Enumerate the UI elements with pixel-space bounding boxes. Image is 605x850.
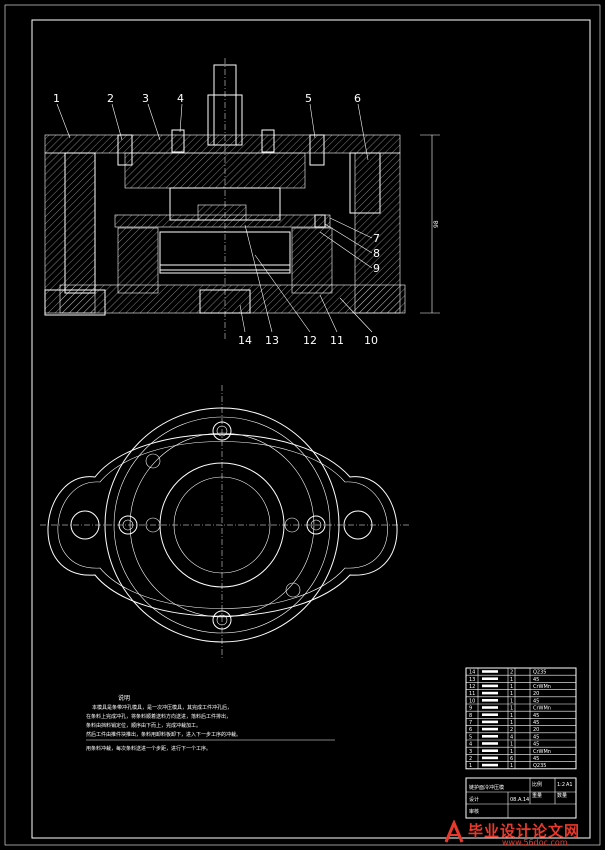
bom-mat-cell: Q235 [533, 670, 546, 676]
part-number-7: 7 [373, 232, 380, 245]
part-number-5: 5 [305, 92, 312, 105]
bom-qty-cell: 1 [510, 706, 513, 712]
bom-part-name-mark [482, 670, 498, 673]
bom-qty-cell: 1 [510, 691, 513, 697]
notes-line-4: 然后工件由推件块推出，条料用卸料板卸下，进入下一步工序的冲裁。 [86, 731, 241, 738]
part-number-3: 3 [142, 92, 149, 105]
bom-mat-cell: 45 [533, 713, 539, 719]
bom-part-name-mark [482, 756, 498, 760]
bom-mat-cell: 45 [533, 677, 539, 683]
bom-qty-cell: 1 [510, 684, 513, 690]
bom-no-cell: 8 [469, 713, 472, 719]
bom-part-name-mark [482, 684, 498, 688]
bom-mat-cell: 45 [533, 720, 539, 726]
part-number-11: 11 [330, 334, 344, 347]
bom-part-name-mark [482, 706, 498, 709]
bom-qty-cell: 1 [510, 698, 513, 704]
bom-mat-cell: 45 [533, 742, 539, 748]
bom-no-cell: 3 [469, 749, 472, 755]
bom-no-cell: 9 [469, 706, 472, 712]
bom-no-cell: 2 [469, 756, 472, 762]
part-number-6: 6 [354, 92, 361, 105]
part-number-9: 9 [373, 262, 380, 275]
checker-label: 审核 [469, 808, 479, 815]
bom-part-name-mark [482, 749, 498, 752]
bom-no-cell: 5 [469, 734, 472, 740]
bom-part-name-mark [482, 742, 498, 745]
part-number-10: 10 [364, 334, 378, 347]
bom-part-name-mark [482, 720, 498, 724]
bom-qty-cell: 1 [510, 713, 513, 719]
scale-value: 1:2 [557, 782, 565, 788]
part-number-8: 8 [373, 247, 380, 260]
notes-line-1: 本模具是条带冲孔模具，是一次冲压模具，其完成工件冲孔后， [92, 704, 232, 711]
bom-no-cell: 4 [469, 742, 472, 748]
part-number-1: 1 [53, 92, 60, 105]
notes-title: 说明 [118, 694, 130, 702]
bom-qty-cell: 2 [510, 670, 513, 676]
bom-part-name-mark [482, 727, 498, 731]
notes-line-5: 用条料冲裁，每次条料送进一个步距，进行下一个工序。 [86, 745, 211, 752]
drawing-code: 08.A.14 [510, 797, 529, 803]
weight-label: 重量 [532, 792, 542, 799]
title-block: 链护面冷冲压模 比例 1:2 A1 重量 数量 设计 08.A.14 审核 [465, 777, 577, 819]
bom-no-cell: 6 [469, 727, 472, 733]
notes-line-3: 条料由挡料销定位，顺序由下而上，完成冲裁加工。 [86, 722, 201, 729]
technical-notes: 说明 本模具是条带冲孔模具，是一次冲压模具，其完成工件冲孔后， 在条料上完成冲孔… [86, 694, 335, 752]
bom-mat-cell: CrWMn [533, 706, 551, 712]
bom-part-name-mark [482, 763, 498, 767]
bom-mat-cell: CrWMn [533, 749, 551, 755]
outer-frame [4, 4, 601, 846]
bom-part-name-mark [482, 677, 498, 680]
bom-qty-cell: 1 [510, 720, 513, 726]
bom-mat-cell: 20 [533, 691, 539, 697]
bom-part-name-mark [482, 691, 498, 695]
quantity-label: 数量 [557, 792, 567, 799]
bom-no-cell: 10 [469, 698, 475, 704]
bom-mat-cell: CrWMn [533, 684, 551, 690]
site-watermark: 毕业设计论文网 www.56doc.com [440, 818, 605, 850]
drawing-name: 链护面冷冲压模 [469, 784, 504, 791]
bom-qty-cell: 2 [510, 727, 513, 733]
bom-mat-cell: 20 [533, 727, 539, 733]
part-number-13: 13 [265, 334, 279, 347]
bom-no-cell: 12 [469, 684, 475, 690]
watermark-logo-icon [444, 820, 464, 843]
bom-no-cell: 7 [469, 720, 472, 726]
bom-no-cell: 1 [469, 763, 472, 769]
part-number-2: 2 [107, 92, 114, 105]
section-view: 98 1 2 3 4 5 6 7 8 9 14 13 12 11 10 [44, 58, 440, 347]
bom-qty-cell: 1 [510, 742, 513, 748]
designer-label: 设计 [469, 796, 479, 803]
part-number-12: 12 [303, 334, 317, 347]
scale-label: 比例 [532, 781, 542, 788]
bom-no-cell: 11 [469, 691, 475, 697]
watermark-url: www.56doc.com [502, 838, 568, 847]
bom-qty-cell: 1 [510, 763, 513, 769]
sheet-size: A1 [566, 782, 573, 788]
bom-mat-cell: 45 [533, 756, 539, 762]
bom-qty-cell: 1 [510, 749, 513, 755]
bom-no-cell: 14 [469, 670, 475, 676]
bom-part-name-mark [482, 713, 498, 716]
bom-qty-cell: 1 [510, 677, 513, 683]
bom-mat-cell: 45 [533, 698, 539, 704]
bom-mat-cell: Q235 [533, 763, 546, 769]
dimension-label: 98 [433, 220, 440, 228]
plan-view [40, 385, 410, 660]
bom-part-name-mark [482, 699, 498, 702]
part-number-4: 4 [177, 92, 184, 105]
bom-mat-cell: 45 [533, 734, 539, 740]
inner-frame [31, 19, 591, 839]
watermark-text: 毕业设计论文网 [468, 822, 581, 840]
bom-no-cell: 13 [469, 677, 475, 683]
bom-qty-cell: 4 [510, 734, 513, 740]
notes-line-2: 在条料上完成冲孔，将条料顺着送料方向送进，落料后工件排出， [86, 713, 231, 720]
bom-part-name-mark [482, 735, 498, 738]
part-number-14: 14 [238, 334, 252, 347]
bom-qty-cell: 6 [510, 756, 513, 762]
